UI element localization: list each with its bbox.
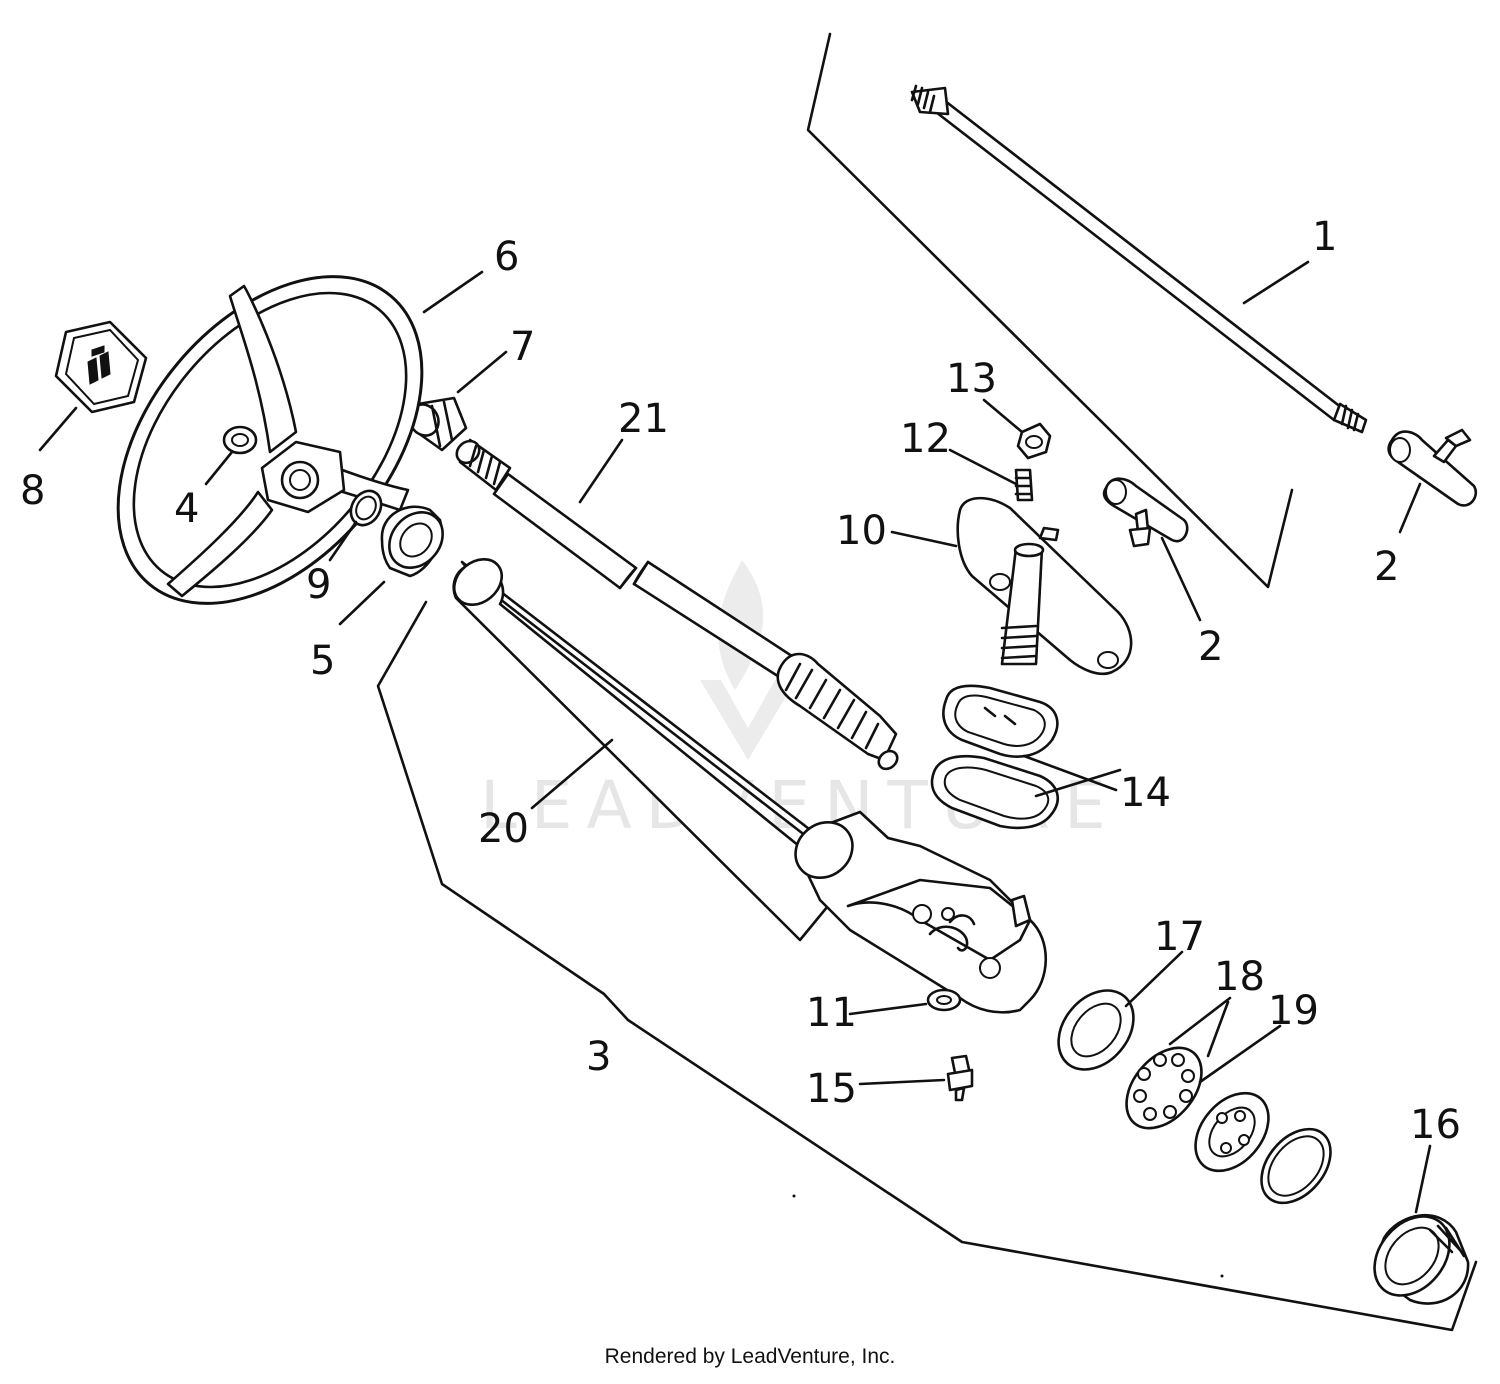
worm-gear bbox=[776, 652, 899, 771]
callout-7: 7 bbox=[510, 324, 535, 370]
gasket-lower bbox=[930, 754, 1060, 830]
callout-20: 20 bbox=[478, 806, 529, 852]
ball-bearing bbox=[1125, 1046, 1203, 1130]
steering-wheel bbox=[116, 275, 424, 605]
column-tube bbox=[452, 558, 848, 942]
footer-credit: Rendered by LeadVenture, Inc. bbox=[604, 1345, 896, 1368]
adjusting-plug bbox=[1373, 1213, 1470, 1305]
callout-2-right: 2 bbox=[1374, 544, 1399, 590]
callout-11: 11 bbox=[806, 990, 857, 1036]
callout-14: 14 bbox=[1120, 770, 1171, 816]
retaining-ring bbox=[349, 489, 383, 527]
assembly-bracket bbox=[376, 600, 1478, 1332]
lube-fitting bbox=[946, 1054, 974, 1102]
bearing-cup bbox=[1057, 989, 1135, 1071]
gasket-upper bbox=[942, 684, 1059, 758]
tie-rod-end-right bbox=[1387, 428, 1478, 507]
callout-12: 12 bbox=[900, 416, 951, 462]
nut bbox=[1016, 422, 1052, 460]
callout-6: 6 bbox=[494, 234, 519, 280]
upper-bushing bbox=[380, 505, 444, 578]
callout-13: 13 bbox=[946, 356, 997, 402]
emblem-cap bbox=[54, 320, 148, 414]
callout-15: 15 bbox=[806, 1066, 857, 1112]
tie-rod-end-left bbox=[1102, 477, 1189, 548]
callout-5: 5 bbox=[310, 638, 335, 684]
tie-rod-group bbox=[806, 32, 1368, 589]
leader-lines bbox=[38, 260, 1432, 1214]
callout-9: 9 bbox=[306, 562, 331, 608]
callout-4: 4 bbox=[174, 486, 199, 532]
callout-17: 17 bbox=[1154, 914, 1205, 960]
callout-10: 10 bbox=[836, 508, 887, 554]
callout-2-left: 2 bbox=[1198, 624, 1223, 670]
callout-8: 8 bbox=[20, 468, 45, 514]
wheel-nut-washer bbox=[222, 425, 258, 455]
callout-21: 21 bbox=[618, 396, 669, 442]
callout-1: 1 bbox=[1312, 214, 1337, 260]
callout-labels: 1 2 2 3 4 5 6 7 8 9 10 11 12 13 14 15 16… bbox=[20, 214, 1461, 1148]
tie-rod-bracket bbox=[806, 32, 1294, 589]
callout-19: 19 bbox=[1268, 988, 1319, 1034]
callout-3: 3 bbox=[586, 1034, 611, 1080]
bearing-race bbox=[1194, 1091, 1270, 1173]
grease-fitting bbox=[1014, 468, 1034, 502]
shaft-upper-spline bbox=[455, 438, 512, 492]
callout-18: 18 bbox=[1214, 954, 1265, 1000]
callout-16: 16 bbox=[1410, 1102, 1461, 1148]
lock-washer bbox=[926, 988, 962, 1012]
bearing-ring bbox=[1260, 1127, 1332, 1205]
steering-arm bbox=[956, 496, 1133, 676]
steering-gear-housing bbox=[794, 810, 1048, 1014]
